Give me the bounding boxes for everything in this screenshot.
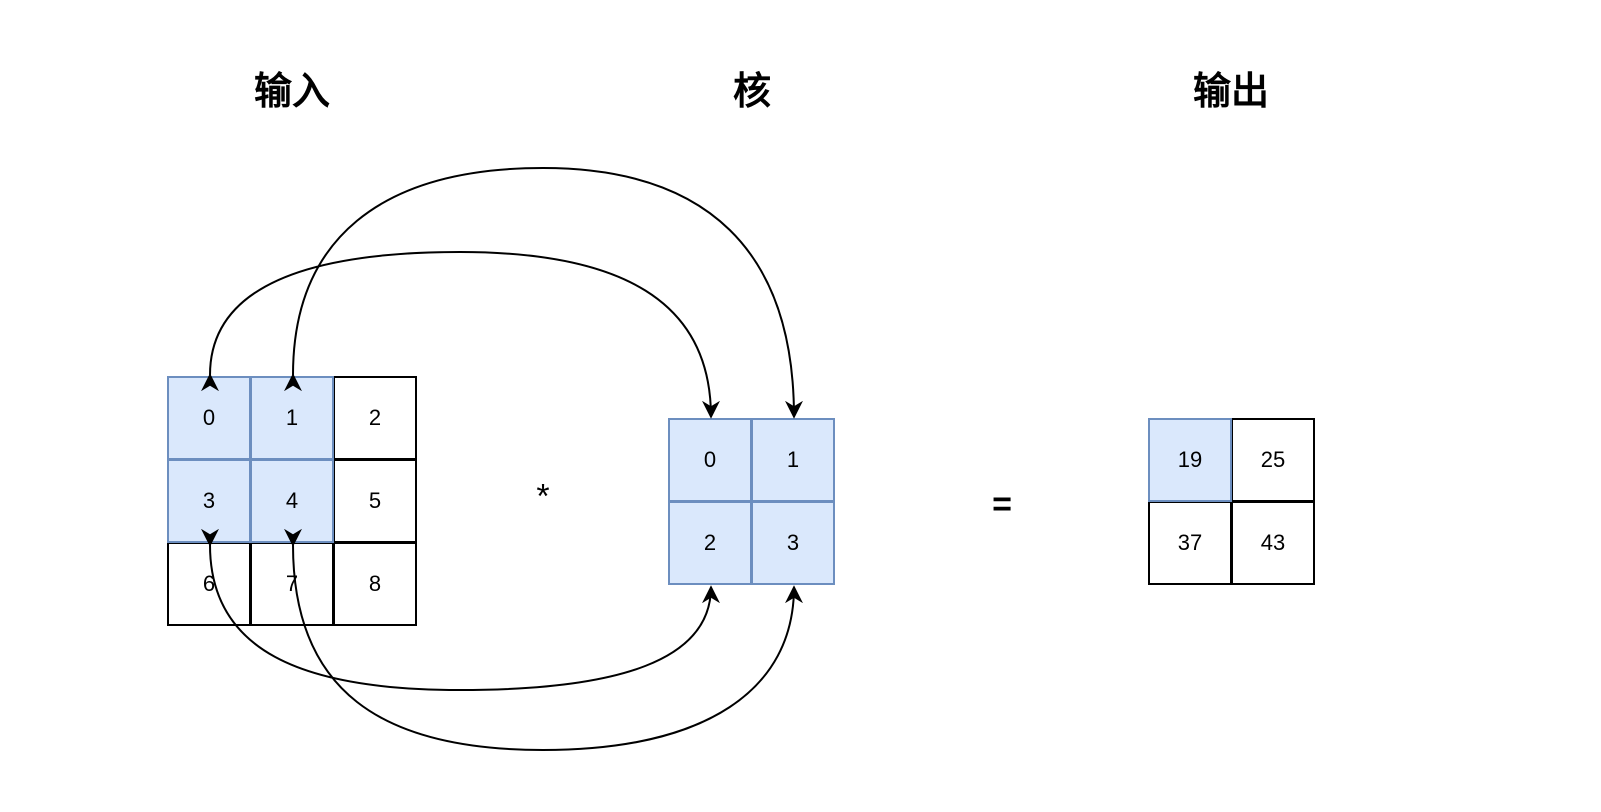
output-cell-2: 37 bbox=[1148, 501, 1232, 585]
output-heading: 输出 bbox=[1192, 69, 1270, 113]
kernel-heading: 核 bbox=[732, 69, 772, 113]
input-heading: 输入 bbox=[253, 69, 331, 113]
kernel-cell-3: 3 bbox=[751, 501, 835, 585]
kernel-cell-2: 2 bbox=[668, 501, 752, 585]
input-cell-8: 8 bbox=[333, 542, 417, 626]
output-cell-3: 43 bbox=[1231, 501, 1315, 585]
multiply-operator: * bbox=[536, 477, 550, 516]
output-cell-0: 19 bbox=[1148, 418, 1232, 502]
kernel-cell-1: 1 bbox=[751, 418, 835, 502]
kernel-cell-0: 0 bbox=[668, 418, 752, 502]
input-cell-6: 6 bbox=[167, 542, 251, 626]
input-cell-7: 7 bbox=[250, 542, 334, 626]
input-cell-5: 5 bbox=[333, 459, 417, 543]
input-cell-0: 0 bbox=[167, 376, 251, 460]
input-cell-3: 3 bbox=[167, 459, 251, 543]
equals-operator: = bbox=[992, 485, 1012, 524]
input-cell-2: 2 bbox=[333, 376, 417, 460]
output-cell-1: 25 bbox=[1231, 418, 1315, 502]
input-cell-4: 4 bbox=[250, 459, 334, 543]
input-cell-1: 1 bbox=[250, 376, 334, 460]
